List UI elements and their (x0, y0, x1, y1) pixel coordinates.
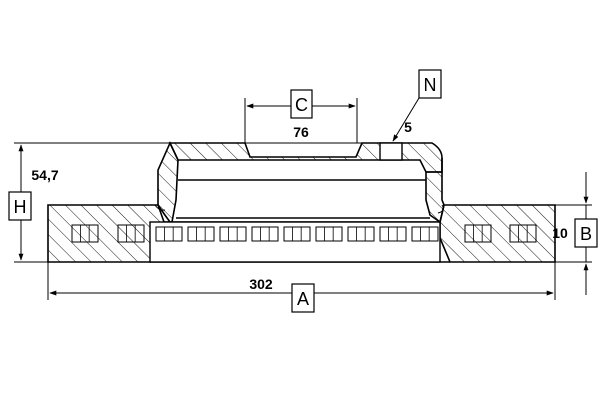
dimension-a: 302 A (47, 262, 556, 313)
letter-b: B (580, 224, 592, 244)
right-friction-ring (439, 204, 556, 263)
dimension-b: B 10 (552, 172, 598, 295)
ventilation-band (149, 221, 441, 263)
value-n: 5 (404, 119, 412, 135)
vane (219, 226, 247, 242)
value-h: 54,7 (31, 167, 58, 183)
vane (411, 226, 439, 242)
vane (347, 226, 375, 242)
value-b: 10 (552, 225, 568, 241)
dimension-h: H 54,7 (8, 142, 170, 263)
vane (117, 224, 145, 243)
vane (379, 226, 407, 242)
vane (509, 224, 537, 243)
vane (283, 226, 311, 242)
stud-n (379, 142, 403, 161)
letter-c: C (295, 95, 308, 115)
vane (187, 226, 215, 242)
vane (71, 224, 99, 243)
vane (315, 226, 343, 242)
value-c: 76 (293, 124, 309, 140)
vane (464, 224, 492, 243)
disc-section (47, 141, 556, 263)
letter-a: A (297, 289, 309, 309)
vane (155, 226, 183, 242)
dimension-n: N 5 (392, 69, 442, 142)
letter-h: H (14, 197, 27, 217)
ventilation-vanes (71, 224, 537, 243)
letter-n: N (424, 75, 437, 95)
dimension-c: C 76 (244, 89, 358, 143)
value-a: 302 (249, 276, 273, 292)
vane (251, 226, 279, 242)
hat-right-wall (425, 158, 445, 224)
